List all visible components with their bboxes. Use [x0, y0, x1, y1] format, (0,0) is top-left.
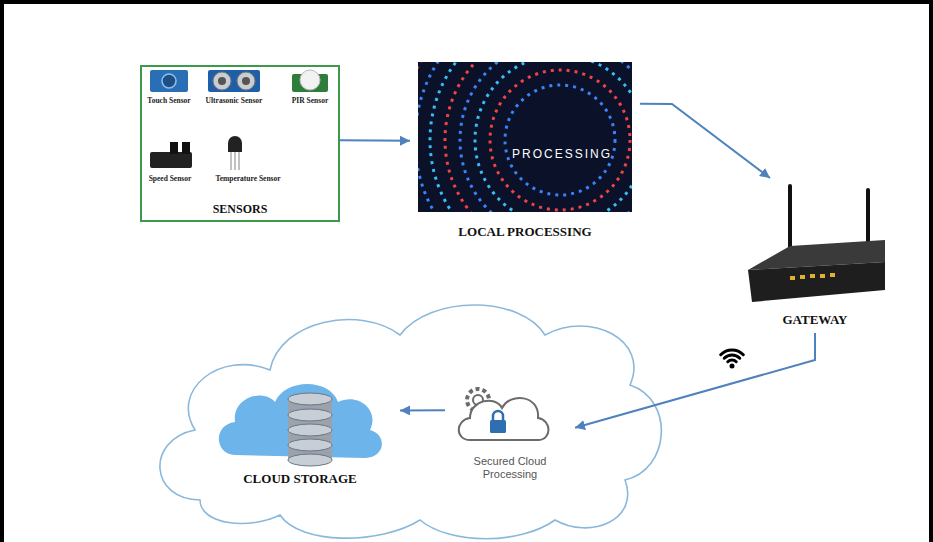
- cloud-storage-icon: [219, 384, 382, 466]
- sensor-caption: PIR Sensor: [292, 96, 328, 105]
- node-label: GATEWAY: [782, 312, 847, 327]
- sensor-group-box: SENSORS: [140, 65, 340, 222]
- gateway-node: GATEWAY: [740, 178, 890, 333]
- image-caption: PROCESSING: [512, 147, 612, 161]
- flow-arrow: [575, 333, 815, 428]
- flow-arrow: [400, 409, 445, 411]
- cloud-processing-node: Secured Cloud Processing: [445, 375, 575, 485]
- sensor-caption: Touch Sensor: [147, 96, 190, 105]
- secured-cloud-icon: [459, 389, 549, 440]
- node-label: Secured Cloud Processing: [460, 455, 560, 481]
- sensor-caption: Speed Sensor: [149, 174, 192, 183]
- node-label: LOCAL PROCESSING: [458, 224, 591, 239]
- sensor-illustrations: [150, 70, 328, 170]
- cloud-storage-node: CLOUD STORAGE: [200, 378, 400, 490]
- flow-arrow: [340, 139, 410, 141]
- flow-arrow: [640, 104, 770, 178]
- node-label: CLOUD STORAGE: [243, 471, 357, 486]
- cloud-outline: [160, 305, 661, 539]
- wifi-symbol: [721, 350, 744, 368]
- sensor-caption: Ultrasonic Sensor: [206, 96, 263, 105]
- router-illustration: [748, 186, 885, 302]
- processing-image: [400, 0, 720, 300]
- node-label: SENSORS: [213, 202, 268, 217]
- sensor-caption: Temperature Sensor: [215, 174, 280, 183]
